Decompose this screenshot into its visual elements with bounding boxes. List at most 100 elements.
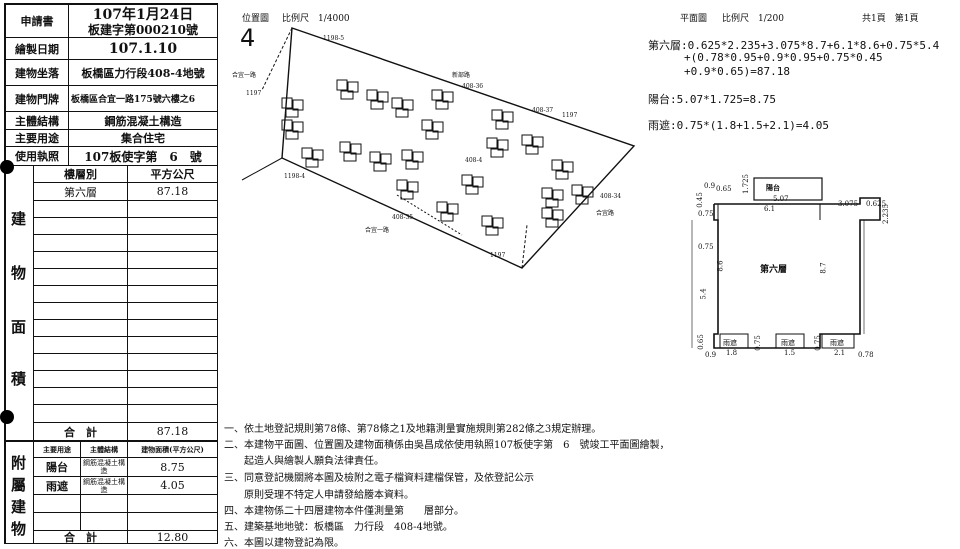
dimension-label: 2.235 bbox=[882, 203, 891, 225]
building-footprint bbox=[369, 151, 381, 163]
attached-side-char: 建 bbox=[11, 498, 27, 516]
dimension-label: 0.9 bbox=[705, 351, 717, 359]
map-label: 408-36 bbox=[462, 83, 484, 90]
main-structure: 鋼筋混凝土構造 bbox=[104, 114, 182, 128]
building-footprint bbox=[521, 134, 533, 146]
floor-plan-drawing bbox=[691, 177, 881, 349]
note-line: 起造人與繪製人願負法律責任。 bbox=[224, 456, 384, 467]
building-footprint bbox=[495, 120, 509, 130]
building-footprint bbox=[541, 187, 553, 199]
table-row-area: 87.18 bbox=[156, 185, 189, 198]
note-line: 原則受理不特定人申請發給謄本資料。 bbox=[224, 490, 414, 501]
building-footprint bbox=[400, 190, 414, 200]
building-footprint bbox=[545, 218, 559, 228]
building-footprint bbox=[425, 130, 439, 140]
dimension-label: 6.1 bbox=[764, 205, 776, 213]
map-label: 新部路 bbox=[452, 72, 471, 79]
map-label: 1197 bbox=[562, 112, 578, 119]
attached-side-char: 屬 bbox=[11, 476, 27, 494]
room-label: 第六層 bbox=[760, 265, 788, 275]
punch-hole bbox=[0, 160, 14, 174]
canopy-label: 雨遮 bbox=[781, 339, 795, 347]
building-footprint bbox=[525, 145, 539, 155]
area-side-char: 物 bbox=[11, 264, 27, 282]
building-footprint bbox=[545, 198, 559, 208]
dimension-label: 8.6 bbox=[716, 260, 725, 272]
note-line: 四、本建物係二十四層建物本件僅測量第 層部分。 bbox=[224, 506, 464, 517]
north-arrow-icon: 4 bbox=[240, 24, 256, 52]
use-label: 主要用途 bbox=[15, 132, 59, 145]
draw-date: 107.1.10 bbox=[108, 40, 178, 57]
note-line: 二、本建物平面圖、位置圖及建物面積係由吳昌成依使用執照107板使字第 6 號竣工… bbox=[224, 440, 670, 451]
applicant-label: 申請書 bbox=[20, 15, 54, 28]
main-use: 集合住宅 bbox=[121, 132, 165, 145]
attached-side-char: 附 bbox=[11, 454, 27, 472]
building-footprint bbox=[435, 100, 449, 110]
building-footprint bbox=[305, 158, 319, 168]
map-label: 1197 bbox=[490, 252, 506, 259]
license-label: 使用執照 bbox=[15, 150, 59, 163]
dimension-label: 2.1 bbox=[834, 349, 846, 357]
dimension-label: 0.75 bbox=[813, 335, 822, 351]
site-plan-map bbox=[241, 27, 636, 269]
dimension-label: 5.07 bbox=[773, 195, 789, 203]
map-label: 408-34 bbox=[600, 193, 622, 200]
note-line: 一、依土地登記規則第78條、第78條之1及地籍測量實施規則第282條之3規定辦理… bbox=[224, 424, 602, 435]
building-footprint bbox=[370, 100, 384, 110]
canopy-label: 雨遮 bbox=[723, 339, 737, 347]
balcony-label: 陽台 bbox=[766, 183, 780, 192]
attached-row-struct: 鋼筋混凝土構造 bbox=[83, 459, 125, 475]
building-footprint bbox=[281, 119, 293, 131]
building-footprint bbox=[285, 130, 299, 140]
col-use-header: 主要用途 bbox=[43, 445, 71, 454]
applicant-number: 板建字第000210號 bbox=[87, 22, 199, 37]
map-label: 408-4 bbox=[465, 157, 483, 164]
building-footprint bbox=[461, 174, 473, 186]
map-label: 合宜一路 bbox=[232, 72, 257, 79]
doorplate-label: 建物門牌 bbox=[15, 92, 59, 106]
doorplate: 板橋區合宜一路175號六樓之6 bbox=[71, 95, 196, 105]
applicant-date: 107年1月24日 bbox=[92, 6, 194, 23]
building-footprint bbox=[551, 159, 563, 171]
dimension-label: 0.65 bbox=[716, 185, 732, 193]
col-area-header: 平方公尺 bbox=[150, 168, 195, 181]
building-footprint bbox=[281, 97, 293, 109]
attached-row-struct: 鋼筋混凝土構造 bbox=[83, 477, 125, 494]
floor-plan-title: 平面圖 bbox=[680, 14, 708, 24]
map-label: 1197 bbox=[246, 90, 262, 97]
building-footprint bbox=[340, 90, 354, 100]
dimension-label: 0.75 bbox=[698, 243, 714, 251]
draw-date-label: 繪製日期 bbox=[15, 42, 59, 56]
dimension-label: 3.075 bbox=[838, 200, 859, 208]
building-footprint bbox=[396, 179, 408, 191]
building-footprint bbox=[485, 226, 499, 236]
dimension-label: 1.5 bbox=[784, 349, 796, 357]
calc-line: +0.9*0.65)=87.18 bbox=[684, 65, 790, 78]
page-count: 共1頁 第1頁 bbox=[862, 14, 919, 24]
attached-row-area: 4.05 bbox=[160, 479, 185, 492]
dimension-label: 1.725 bbox=[742, 173, 751, 195]
dimension-label: 0.65 bbox=[696, 334, 705, 350]
dimension-label: 8.7 bbox=[819, 262, 828, 274]
building-footprint bbox=[541, 207, 553, 219]
building-footprint bbox=[366, 89, 378, 101]
calc-canopy: 雨遮:0.75*(1.8+1.5+2.1)=4.05 bbox=[648, 119, 829, 132]
area-total: 87.18 bbox=[156, 425, 189, 438]
building-footprint bbox=[336, 79, 348, 91]
attached-row-use: 陽台 bbox=[46, 461, 68, 474]
dimension-label: 0.45 bbox=[695, 192, 704, 208]
note-line: 三、同意登記機關將本圖及檢附之電子檔資料建檔保管，及依登記公示 bbox=[224, 473, 534, 484]
calc-balcony: 陽台:5.07*1.725=8.75 bbox=[648, 93, 776, 106]
col-floor-header: 樓層別 bbox=[64, 168, 97, 181]
attached-side-char: 物 bbox=[11, 520, 27, 538]
map-label: 408-37 bbox=[532, 107, 554, 114]
map-label: 1198-5 bbox=[323, 35, 345, 42]
map-label: 408-35 bbox=[392, 214, 414, 221]
building-footprint bbox=[343, 152, 357, 162]
site-plan-title: 位置圖 bbox=[242, 14, 270, 24]
building-footprint bbox=[436, 201, 448, 213]
blank-area bbox=[746, 385, 960, 549]
dimension-label: 0.9 bbox=[704, 182, 716, 190]
building-footprint bbox=[491, 109, 503, 121]
calc-line: 第六層:0.625*2.235+3.075*8.7+6.1*8.6+0.75*5… bbox=[648, 39, 940, 52]
